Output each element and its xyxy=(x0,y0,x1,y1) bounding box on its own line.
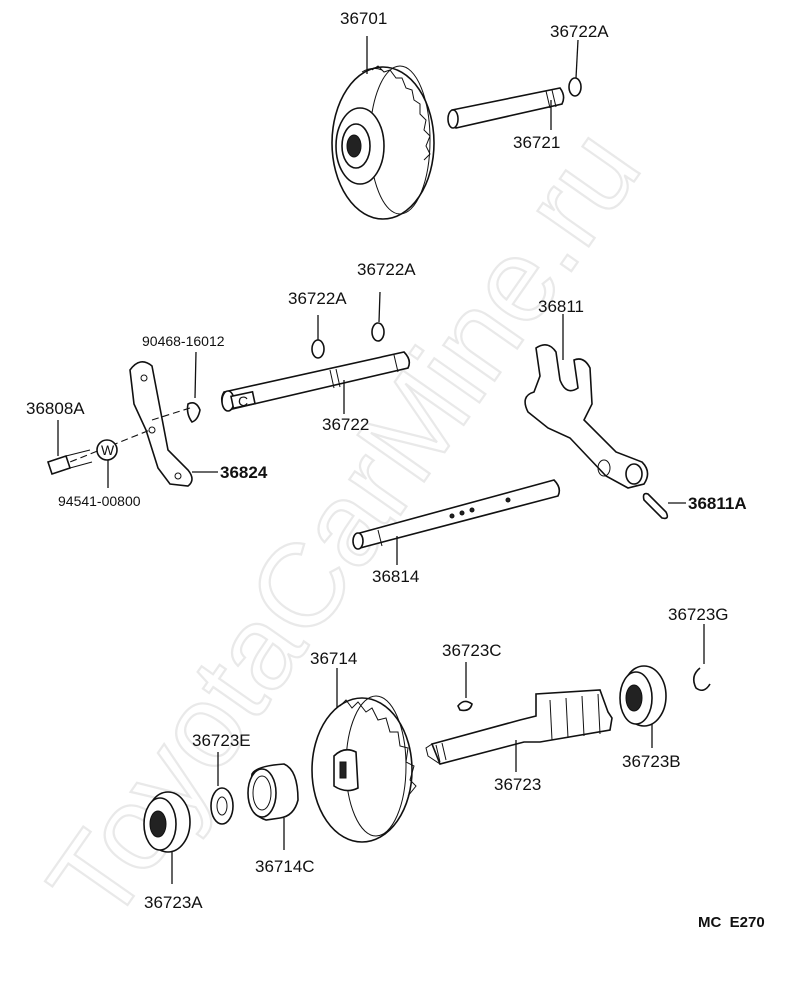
label-36714: 36714 xyxy=(310,649,357,668)
key-36723C xyxy=(457,662,473,712)
label-36808A: 36808A xyxy=(26,399,85,418)
label-36714C: 36714C xyxy=(255,857,315,876)
lever-36824 xyxy=(129,361,218,487)
label-36722A-mid-left: 36722A xyxy=(288,289,347,308)
label-36723E: 36723E xyxy=(192,731,251,750)
label-36723: 36723 xyxy=(494,775,541,794)
washer-36723E xyxy=(210,752,234,825)
diagram-code: MC E270 xyxy=(698,914,765,931)
bearing-36723A xyxy=(143,791,191,884)
bushing-36714C xyxy=(247,763,299,850)
label-36814: 36814 xyxy=(372,567,419,586)
pin-36811A xyxy=(642,492,686,520)
snap-ring-36722A-mid-right xyxy=(371,322,385,342)
label-36824: 36824 xyxy=(220,463,268,482)
shaft-36722: C xyxy=(220,351,411,414)
label-36723G: 36723G xyxy=(668,605,729,624)
washer-mark-w: W xyxy=(101,442,115,458)
bolt-36808A xyxy=(46,420,93,476)
gear-36714 xyxy=(311,668,417,843)
label-36811A: 36811A xyxy=(688,494,747,513)
label-36701: 36701 xyxy=(340,9,387,28)
gear-36701 xyxy=(331,36,435,220)
label-36721: 36721 xyxy=(513,133,560,152)
shift-rod-36814 xyxy=(352,479,561,565)
washer-94541-00800: W xyxy=(96,439,118,488)
label-36723B: 36723B xyxy=(622,752,681,771)
shift-fork-36811 xyxy=(524,314,649,489)
shaft-36721 xyxy=(447,87,565,130)
label-36722A-top: 36722A xyxy=(550,22,609,41)
shaft-mark-c: C xyxy=(238,393,248,409)
clip-90468-16012 xyxy=(186,402,201,423)
label-36722A-mid-right: 36722A xyxy=(357,260,416,279)
snap-ring-36722A-top xyxy=(568,39,582,97)
label-94541-00800: 94541-00800 xyxy=(58,493,141,509)
label-36811: 36811 xyxy=(538,297,584,316)
countershaft-36723 xyxy=(425,689,613,772)
label-36722: 36722 xyxy=(322,415,369,434)
label-36723A: 36723A xyxy=(144,893,203,912)
snap-ring-36722A-mid-left xyxy=(311,339,325,359)
label-36723C: 36723C xyxy=(442,641,502,660)
label-90468-16012: 90468-16012 xyxy=(142,333,225,349)
bearing-36723B xyxy=(619,665,667,748)
snap-ring-36723G xyxy=(692,624,711,692)
